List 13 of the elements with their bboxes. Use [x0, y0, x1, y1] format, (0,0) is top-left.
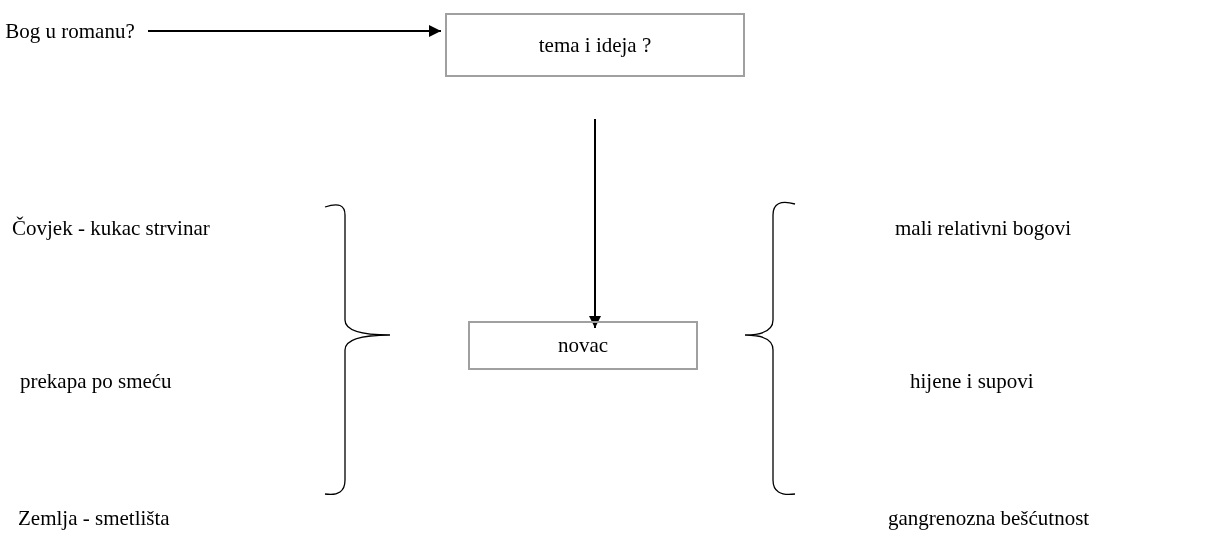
text-label: hijene i supovi: [910, 369, 1034, 394]
text-box: [445, 13, 745, 77]
text-label: Čovjek - kukac strvinar: [12, 216, 210, 241]
text-label: gangrenozna bešćutnost: [888, 506, 1090, 531]
arrow: [147, 25, 442, 37]
box-label: novac: [557, 333, 609, 358]
text-box: [468, 321, 698, 370]
text-label: Zemlja - smetlišta: [18, 506, 170, 531]
text-label: mali relativni bogovi: [895, 216, 1072, 241]
arrow: [589, 118, 601, 329]
question-text: Bog u romanu?: [0, 14, 140, 48]
box-label: tema i ideja ?: [538, 32, 652, 58]
text-label: prekapa po smeću: [20, 369, 172, 394]
